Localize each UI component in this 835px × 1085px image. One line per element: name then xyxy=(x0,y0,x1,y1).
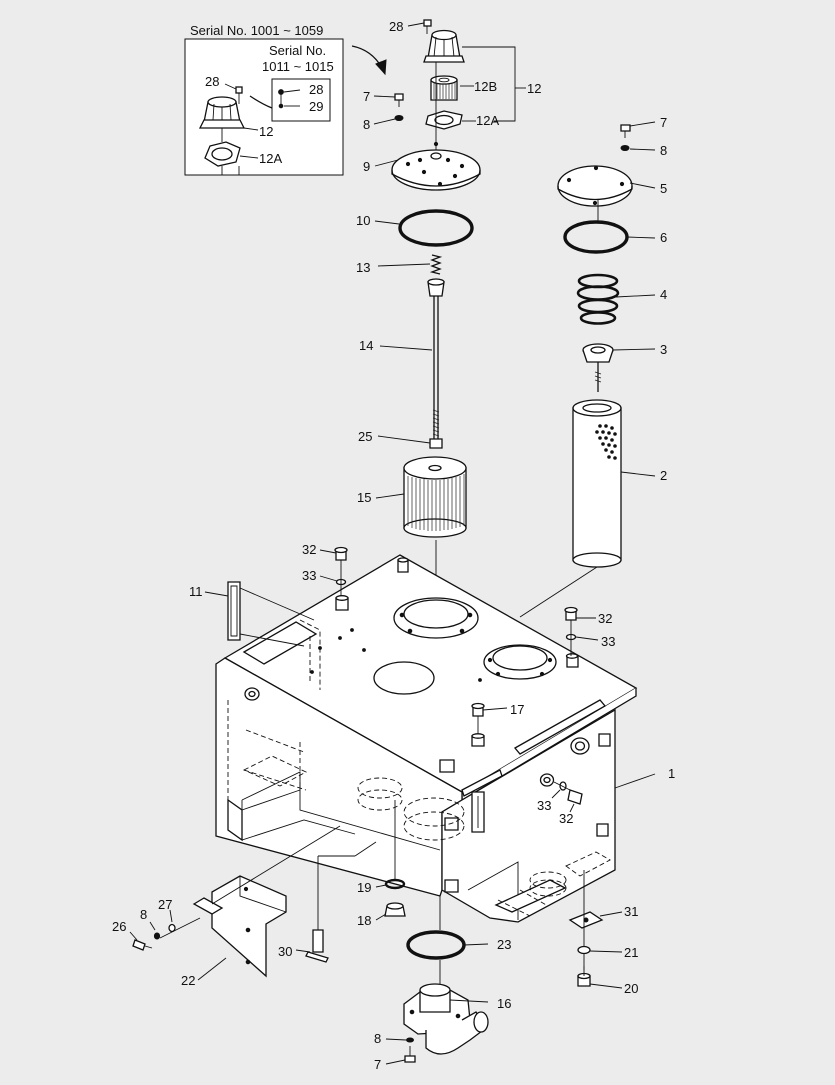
plate-31 xyxy=(568,911,623,929)
callout-7-right: 7 xyxy=(660,115,668,130)
o-ring-6 xyxy=(563,220,629,254)
callout-10: 10 xyxy=(356,213,371,228)
o-ring-10 xyxy=(398,209,474,247)
callout-7-bottom: 7 xyxy=(374,1057,382,1072)
callout-32-c: 32 xyxy=(559,811,574,826)
rod-14 xyxy=(379,278,445,443)
plug-32-c xyxy=(551,781,583,813)
callout-33-b: 33 xyxy=(601,634,616,649)
callout-15: 15 xyxy=(357,490,372,505)
bolt-7-washer-8-right xyxy=(620,121,656,151)
valve-3 xyxy=(582,343,656,392)
nut-25 xyxy=(429,438,443,449)
o-ring-23 xyxy=(406,930,466,960)
callout-21: 21 xyxy=(624,945,639,960)
strainer-2 xyxy=(519,399,656,618)
callout-8-bottom: 8 xyxy=(374,1031,382,1046)
spring-4 xyxy=(576,273,656,325)
plug-18 xyxy=(375,902,406,921)
inset-callout-12A: 12A xyxy=(259,151,283,166)
o-ring-19 xyxy=(384,878,406,890)
inset-callout-29: 29 xyxy=(309,99,324,114)
callout-27: 27 xyxy=(158,897,173,912)
callout-32-a: 32 xyxy=(302,542,317,557)
tank-body-1 xyxy=(204,554,656,923)
bolt-26-washers-8-27 xyxy=(129,909,201,951)
callout-22: 22 xyxy=(181,973,196,988)
inset-callout-12: 12 xyxy=(259,124,274,139)
callout-26: 26 xyxy=(112,919,127,934)
callout-9: 9 xyxy=(363,159,371,174)
callout-23: 23 xyxy=(497,937,512,952)
callout-20: 20 xyxy=(624,981,639,996)
suction-elbow-16 xyxy=(403,960,489,1055)
inset-callout-28b: 28 xyxy=(309,82,324,97)
callout-12A: 12A xyxy=(476,113,500,128)
callout-19: 19 xyxy=(357,880,372,895)
filter-element-15 xyxy=(375,456,467,620)
plug-32-a xyxy=(319,546,348,596)
callout-7-top: 7 xyxy=(363,89,371,104)
callout-12B: 12B xyxy=(474,79,498,94)
drain-cock-30 xyxy=(295,841,377,963)
spring-13 xyxy=(377,254,443,275)
inset-callout-28: 28 xyxy=(205,74,220,89)
callout-4: 4 xyxy=(660,287,668,302)
cover-plate-22 xyxy=(192,825,341,981)
callout-32-b: 32 xyxy=(598,611,613,626)
cover-5 xyxy=(557,165,656,207)
filter-cap-assembly xyxy=(407,19,526,152)
callout-28: 28 xyxy=(389,19,404,34)
callout-17: 17 xyxy=(510,702,525,717)
callout-12: 12 xyxy=(527,81,542,96)
callout-8-top: 8 xyxy=(363,117,371,132)
inset-inner-title-line2: 1011 ~ 1015 xyxy=(262,59,334,74)
callout-8-right: 8 xyxy=(660,143,668,158)
callout-33-c: 33 xyxy=(537,798,552,813)
callout-18: 18 xyxy=(357,913,372,928)
callout-25: 25 xyxy=(358,429,373,444)
callout-1: 1 xyxy=(668,766,676,781)
cover-plate-9 xyxy=(374,141,481,191)
plug-32-b xyxy=(564,606,599,656)
callout-13: 13 xyxy=(356,260,371,275)
bolt-7-washer-8-top xyxy=(373,93,404,125)
callout-11: 11 xyxy=(189,584,203,599)
plug-17 xyxy=(471,702,508,734)
callout-5: 5 xyxy=(660,181,668,196)
inset-cap-12 xyxy=(198,96,259,131)
bolt-7-washer-8-bottom xyxy=(385,1037,416,1065)
inset-gasket-12A xyxy=(204,141,259,167)
callout-33-a: 33 xyxy=(302,568,317,583)
callout-14: 14 xyxy=(359,338,374,353)
inset-outer-title: Serial No. 1001 ~ 1059 xyxy=(190,23,324,38)
callout-31: 31 xyxy=(624,904,639,919)
bolt-20 xyxy=(577,966,623,989)
inset-box xyxy=(184,38,387,176)
washer-21 xyxy=(577,945,591,955)
callout-6: 6 xyxy=(660,230,668,245)
callout-8-left: 8 xyxy=(140,907,148,922)
inset-inner-title-line1: Serial No. xyxy=(269,43,327,58)
callout-30: 30 xyxy=(278,944,293,959)
callout-3: 3 xyxy=(660,342,668,357)
callout-2: 2 xyxy=(660,468,668,483)
callout-16: 16 xyxy=(497,996,512,1011)
